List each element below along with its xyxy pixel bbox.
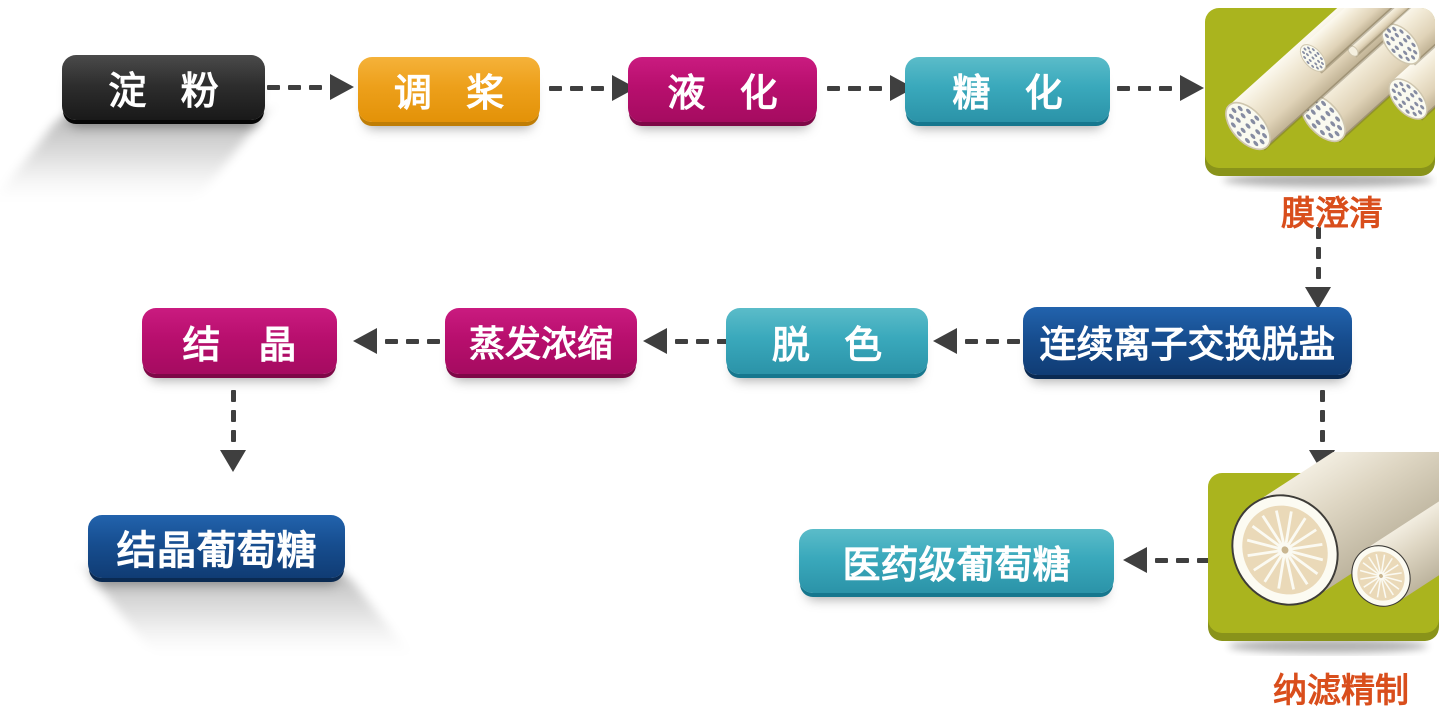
arrow-crystallization-to-glucose bbox=[220, 390, 246, 472]
arrow-liquefaction-to-saccharification bbox=[827, 75, 914, 101]
arrow-starch-to-slurry bbox=[267, 74, 354, 100]
nanofiltration-membrane-photo bbox=[1208, 452, 1439, 656]
node-starch: 淀粉 bbox=[62, 55, 265, 120]
node-crystalline-glucose: 结晶葡萄糖 bbox=[88, 515, 345, 578]
arrow-decolorization-to-evaporation bbox=[643, 328, 730, 354]
node-saccharification: 糖化 bbox=[905, 57, 1110, 122]
arrow-slurry-to-liquefaction bbox=[549, 75, 636, 101]
node-crystallization: 结晶 bbox=[142, 308, 337, 374]
node-evaporation: 蒸发浓缩 bbox=[445, 308, 637, 374]
arrow-nanofiltration-to-pharma bbox=[1123, 547, 1210, 573]
arrow-ionexchange-to-decolorization bbox=[933, 328, 1020, 354]
starch-shadow bbox=[0, 114, 265, 198]
node-decolorization: 脱色 bbox=[726, 308, 928, 374]
node-liquefaction: 液化 bbox=[628, 57, 817, 122]
crystalline-glucose-shadow bbox=[88, 572, 408, 652]
caption-membrane-clarification: 膜澄清 bbox=[1281, 196, 1383, 233]
node-pharma-glucose: 医药级葡萄糖 bbox=[799, 529, 1114, 593]
arrow-saccharification-to-membrane bbox=[1117, 75, 1204, 101]
node-ion-exchange: 连续离子交换脱盐 bbox=[1023, 307, 1352, 375]
caption-nanofiltration-refining: 纳滤精制 bbox=[1273, 673, 1409, 710]
arrow-evaporation-to-crystallization bbox=[353, 328, 440, 354]
node-slurry: 调桨 bbox=[358, 57, 540, 122]
arrow-membrane-to-ionexchange bbox=[1305, 227, 1331, 309]
ceramic-membrane-photo bbox=[1205, 8, 1435, 187]
